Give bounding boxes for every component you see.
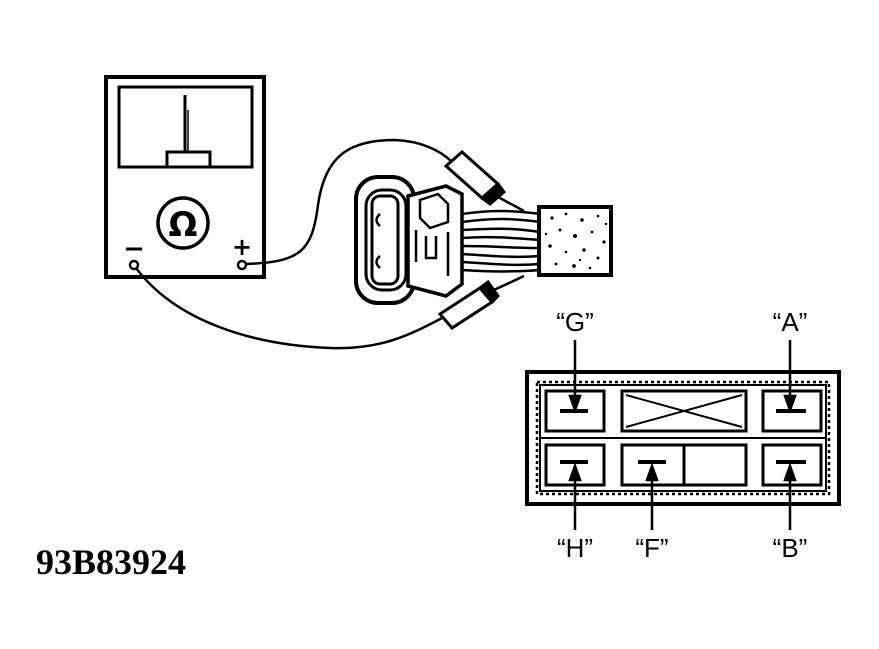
harness-sleeve [537,205,613,277]
terminal-label-b: “B” [773,533,808,563]
terminal-label-h: “H” [557,533,593,563]
minus-label: − [123,234,145,264]
ohmmeter: Ω − + [104,75,266,279]
sensor-connector [354,175,464,305]
positive-jack [236,259,248,271]
upper-probe [443,150,525,213]
negative-lead-wire [135,267,443,350]
terminal-housing-inner [535,380,831,496]
figure-code: 93B83924 [36,542,186,582]
positive-lead-wire [245,138,453,266]
terminal-label-a: “A” [773,307,808,337]
cavity-empty [682,443,748,487]
lower-probe [437,274,525,330]
test-leads [135,138,453,350]
terminal-label-g: “G” [556,307,594,337]
negative-jack [128,259,140,271]
plus-label: + [232,233,252,261]
wire-harness [461,209,541,273]
ohm-selector-knob [156,196,210,250]
ohm-symbol: Ω [169,205,198,245]
connector-face [370,194,400,286]
terminal-face-diagram: “G” “A” “H” “F” “B” [525,307,841,563]
meter-needle-pivot [165,150,212,169]
terminal-label-f: “F” [635,533,668,563]
